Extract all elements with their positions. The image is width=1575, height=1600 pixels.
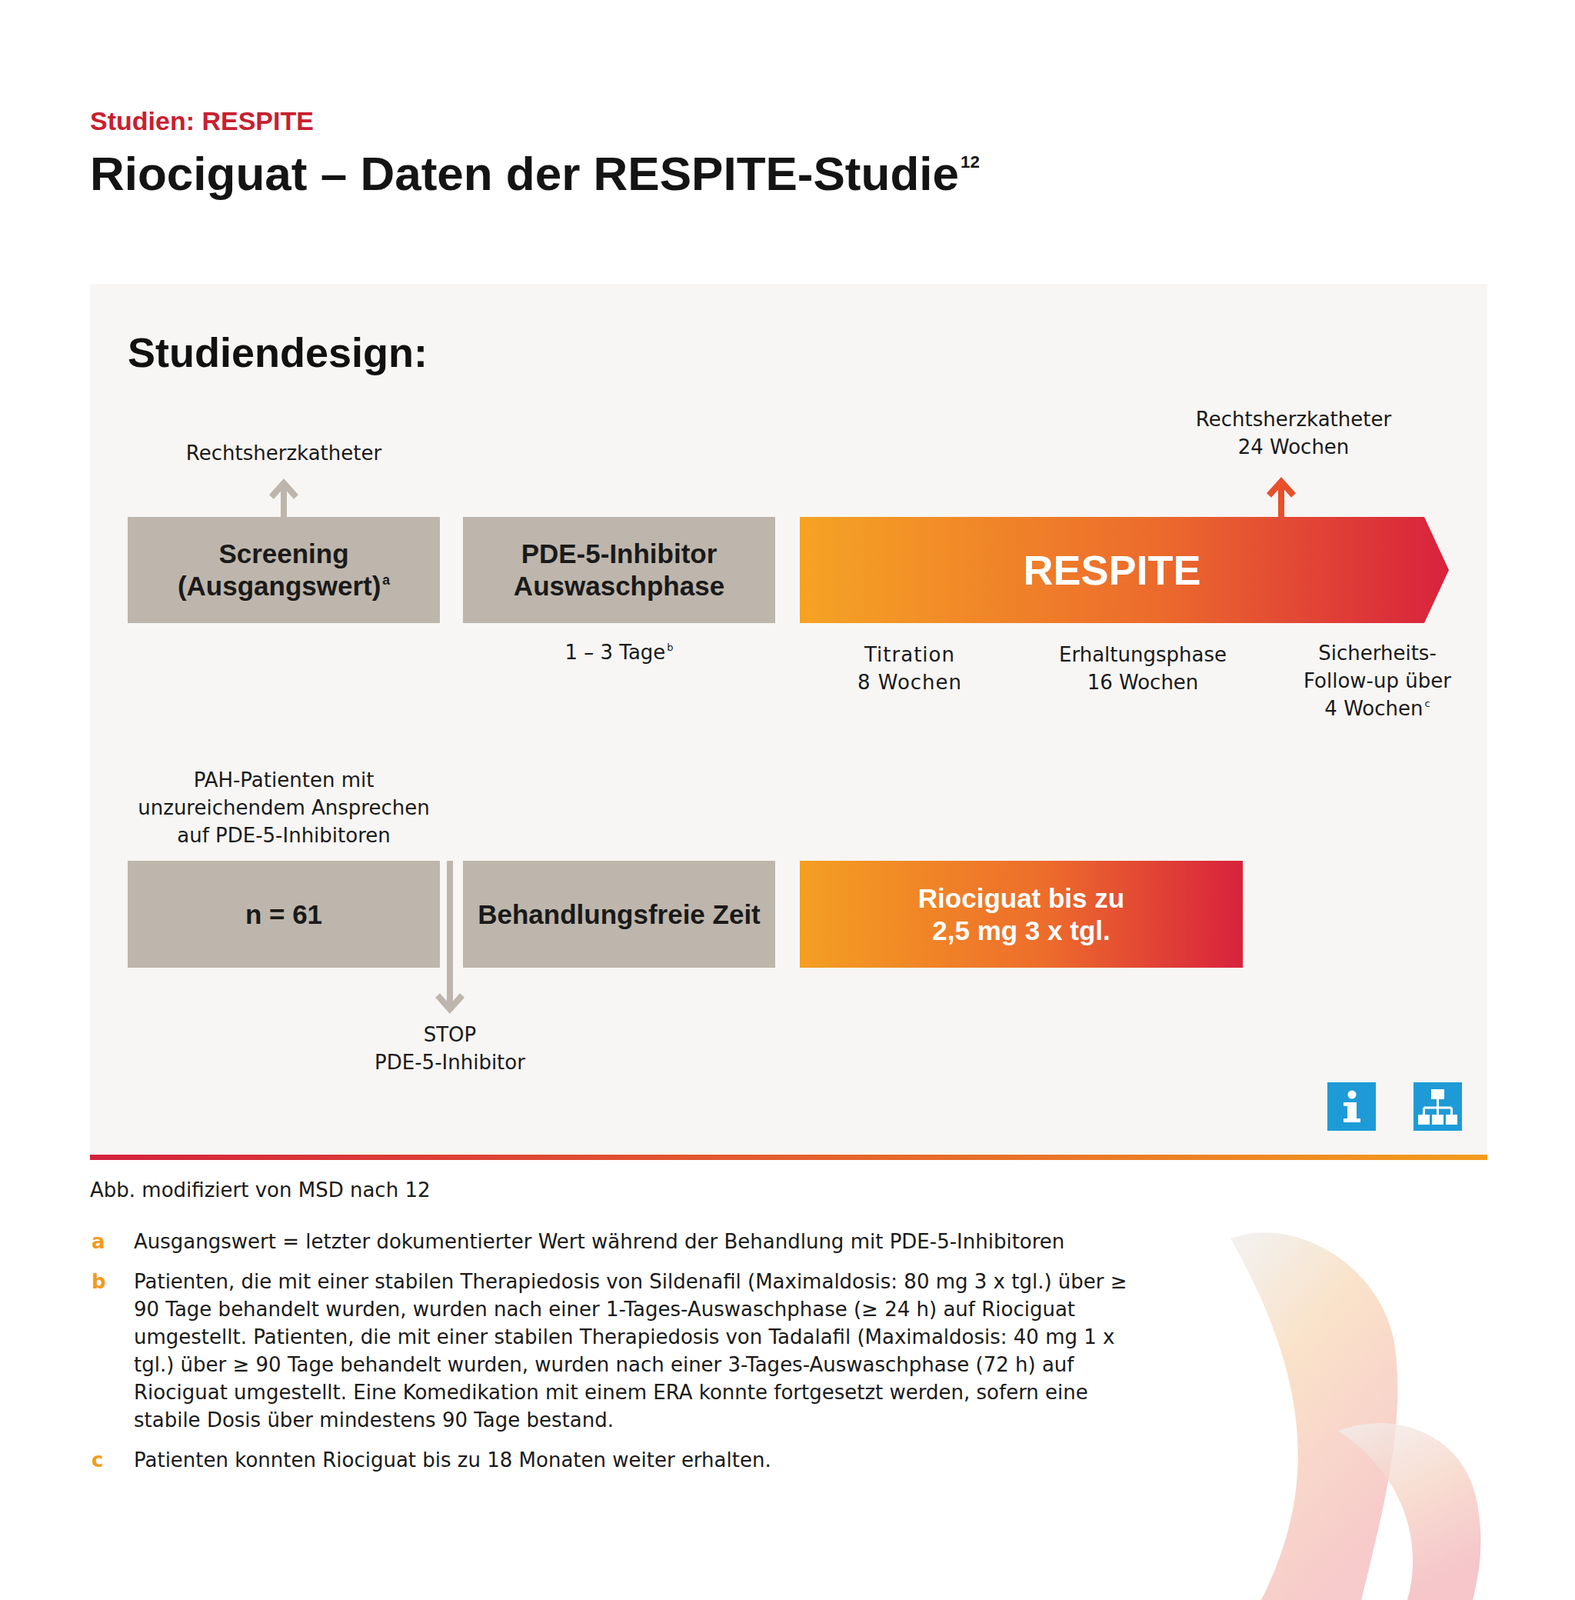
structure-icon — [1413, 1082, 1462, 1131]
box-text-wrap: n = 61 — [245, 898, 323, 931]
box-label: Screening (Ausgangswert) — [177, 538, 381, 601]
decor-swoosh — [1230, 1232, 1398, 1600]
panel-heading-wrap: Studiendesign: — [127, 327, 428, 378]
arrow-body — [799, 516, 1449, 623]
structure-icon-block — [1418, 1114, 1430, 1125]
section-label: Studien: RESPITE — [89, 106, 314, 136]
therapy-box: Riociguat bis zu 2,5 mg 3 x tgl. — [799, 860, 1243, 968]
footnote-ref: c — [1425, 697, 1431, 710]
footnote-text-wrap: Patienten, die mit einer stabilen Therap… — [133, 1267, 1157, 1434]
measurement-label: Rechtsherzkatheter — [186, 441, 382, 465]
box-text-wrap: PDE-5-Inhibitor Auswaschphase — [473, 537, 765, 603]
footnote-text: Patienten, die mit einer stabilen Therap… — [133, 1269, 1128, 1432]
footnote-letter-wrap: a — [91, 1227, 106, 1256]
box-text-wrap: Riociguat bis zu 2,5 mg 3 x tgl. — [902, 882, 1141, 947]
structure-icon-block — [1431, 1114, 1444, 1125]
box-text-wrap: Behandlungsfreie Zeit — [477, 898, 761, 931]
footnote-text: Patienten konnten Riociguat bis zu 18 Mo… — [133, 1448, 772, 1472]
footnote-text-wrap: Patienten konnten Riociguat bis zu 18 Mo… — [133, 1445, 1157, 1474]
info-icon-base — [1343, 1118, 1361, 1123]
stop-arrowhead — [437, 995, 463, 1009]
measurement-label-wrap: Rechtsherzkatheter — [186, 439, 382, 467]
footnote-letter-wrap: c — [91, 1445, 104, 1474]
section-label-wrap: Studien: RESPITE — [89, 105, 314, 137]
stop-label: STOP PDE-5-Inhibitor — [374, 1022, 526, 1074]
panel-heading: Studiendesign: — [127, 329, 428, 376]
population-label-wrap: PAH-Patienten mit unzureichendem Ansprec… — [133, 765, 435, 850]
structure-icon-block — [1445, 1114, 1458, 1125]
measurement-label: Rechtsherzkatheter 24 Wochen — [1195, 407, 1392, 459]
info-icon — [1327, 1082, 1376, 1131]
divider-rule — [89, 1154, 1488, 1160]
stop-arrow — [446, 860, 453, 1007]
footnote-letter: b — [91, 1269, 107, 1293]
box-text-wrap: RESPITE — [1022, 545, 1201, 596]
duration-label: 1 – 3 Tage — [564, 640, 666, 664]
page-title: Riociguat – Daten der RESPITE-Studie — [89, 146, 959, 200]
footnote-letter: c — [91, 1448, 104, 1472]
pointer-arrowhead — [1268, 481, 1294, 496]
phase-label-wrap: Sicherheits- Follow-up über 4 Wochenc — [1298, 639, 1457, 726]
footnote-letter-wrap: b — [91, 1267, 107, 1296]
figure-caption-wrap: Abb. modifiziert von MSD nach 12 — [89, 1175, 430, 1204]
figure-caption: Abb. modifiziert von MSD nach 12 — [89, 1178, 430, 1202]
footnote-ref: b — [666, 641, 673, 653]
footnote-ref: a — [382, 572, 390, 588]
decor-swoosh — [1338, 1422, 1481, 1600]
group-box: n = 61 — [127, 860, 440, 968]
phase-label-wrap: Titration 8 Wochen — [855, 640, 965, 696]
phase-label-wrap: Erhaltungsphase 16 Wochen — [1052, 640, 1234, 696]
pointer-arrow — [1278, 483, 1285, 517]
phase-box: PDE-5-Inhibitor Auswaschphase — [462, 516, 776, 623]
phase-box: Screening (Ausgangswert)a — [127, 516, 440, 623]
phase-label: Titration 8 Wochen — [857, 642, 963, 694]
structure-icon-block — [1431, 1088, 1445, 1099]
footnote-ref: 12 — [960, 152, 980, 172]
structure-icon-lines — [1424, 1098, 1452, 1115]
footnote-letter: a — [91, 1229, 106, 1253]
study-phase-arrow: RESPITE — [799, 516, 1449, 623]
box-label: PDE-5-Inhibitor Auswaschphase — [513, 538, 725, 601]
pointer-arrowhead — [271, 482, 297, 497]
measurement-label-wrap: Rechtsherzkatheter 24 Wochen — [1188, 405, 1400, 461]
duration-label-wrap: 1 – 3 Tageb — [564, 638, 673, 670]
box-text-wrap: Screening (Ausgangswert)a — [138, 537, 430, 603]
stop-label-wrap: STOP PDE-5-Inhibitor — [367, 1020, 533, 1076]
box-label: RESPITE — [1022, 546, 1201, 593]
box-label: Behandlungsfreie Zeit — [477, 899, 761, 930]
page-title-wrap: Riociguat – Daten der RESPITE-Studie12 — [89, 145, 980, 203]
footnote-text: Ausgangswert = letzter dokumentierter We… — [133, 1229, 1065, 1253]
info-icon-dot — [1348, 1090, 1357, 1099]
box-label: n = 61 — [245, 899, 323, 930]
info-icon-serif — [1343, 1102, 1350, 1106]
footnote-text-wrap: Ausgangswert = letzter dokumentierter We… — [133, 1227, 1157, 1256]
population-label: PAH-Patienten mit unzureichendem Ansprec… — [137, 768, 430, 847]
box-label: Riociguat bis zu 2,5 mg 3 x tgl. — [918, 882, 1125, 946]
phase-label: Erhaltungsphase 16 Wochen — [1058, 642, 1227, 694]
phase-box: Behandlungsfreie Zeit — [462, 860, 776, 968]
